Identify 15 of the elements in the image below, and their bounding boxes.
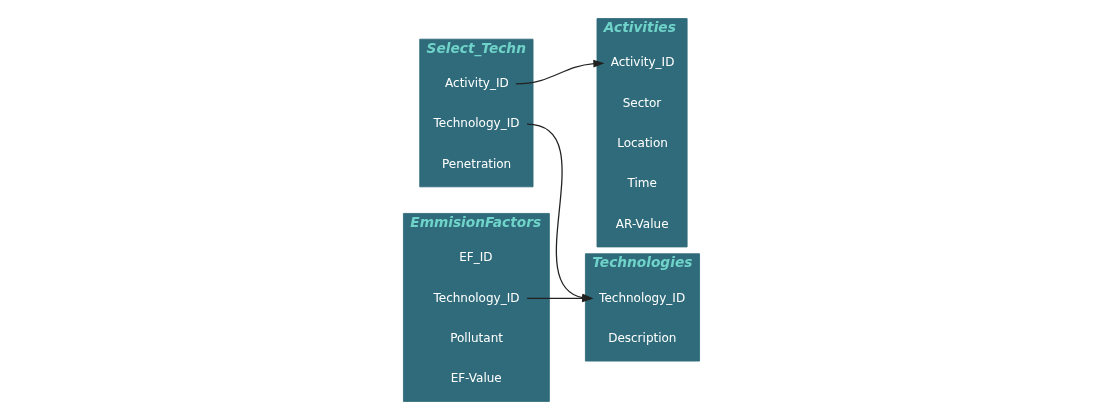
node-text: Penetration xyxy=(442,156,512,171)
node-text: Technology_ID xyxy=(599,290,686,305)
node-text: Technology_ID xyxy=(433,116,520,131)
node-text: Time xyxy=(627,176,657,191)
node-text: Technology_ID xyxy=(433,290,520,305)
arrow xyxy=(515,59,605,85)
node-text: Activity_ID xyxy=(445,76,509,90)
node-text: Location xyxy=(617,136,668,151)
node-text: Pollutant xyxy=(450,330,504,345)
node-text: EF-Value xyxy=(450,371,502,386)
node-text: Activity_ID xyxy=(610,55,675,70)
node-text: AR-Value xyxy=(615,216,669,231)
node-text: Sector xyxy=(622,95,662,110)
node-text: EF_ID xyxy=(459,250,493,265)
node-text: Description xyxy=(608,330,677,345)
